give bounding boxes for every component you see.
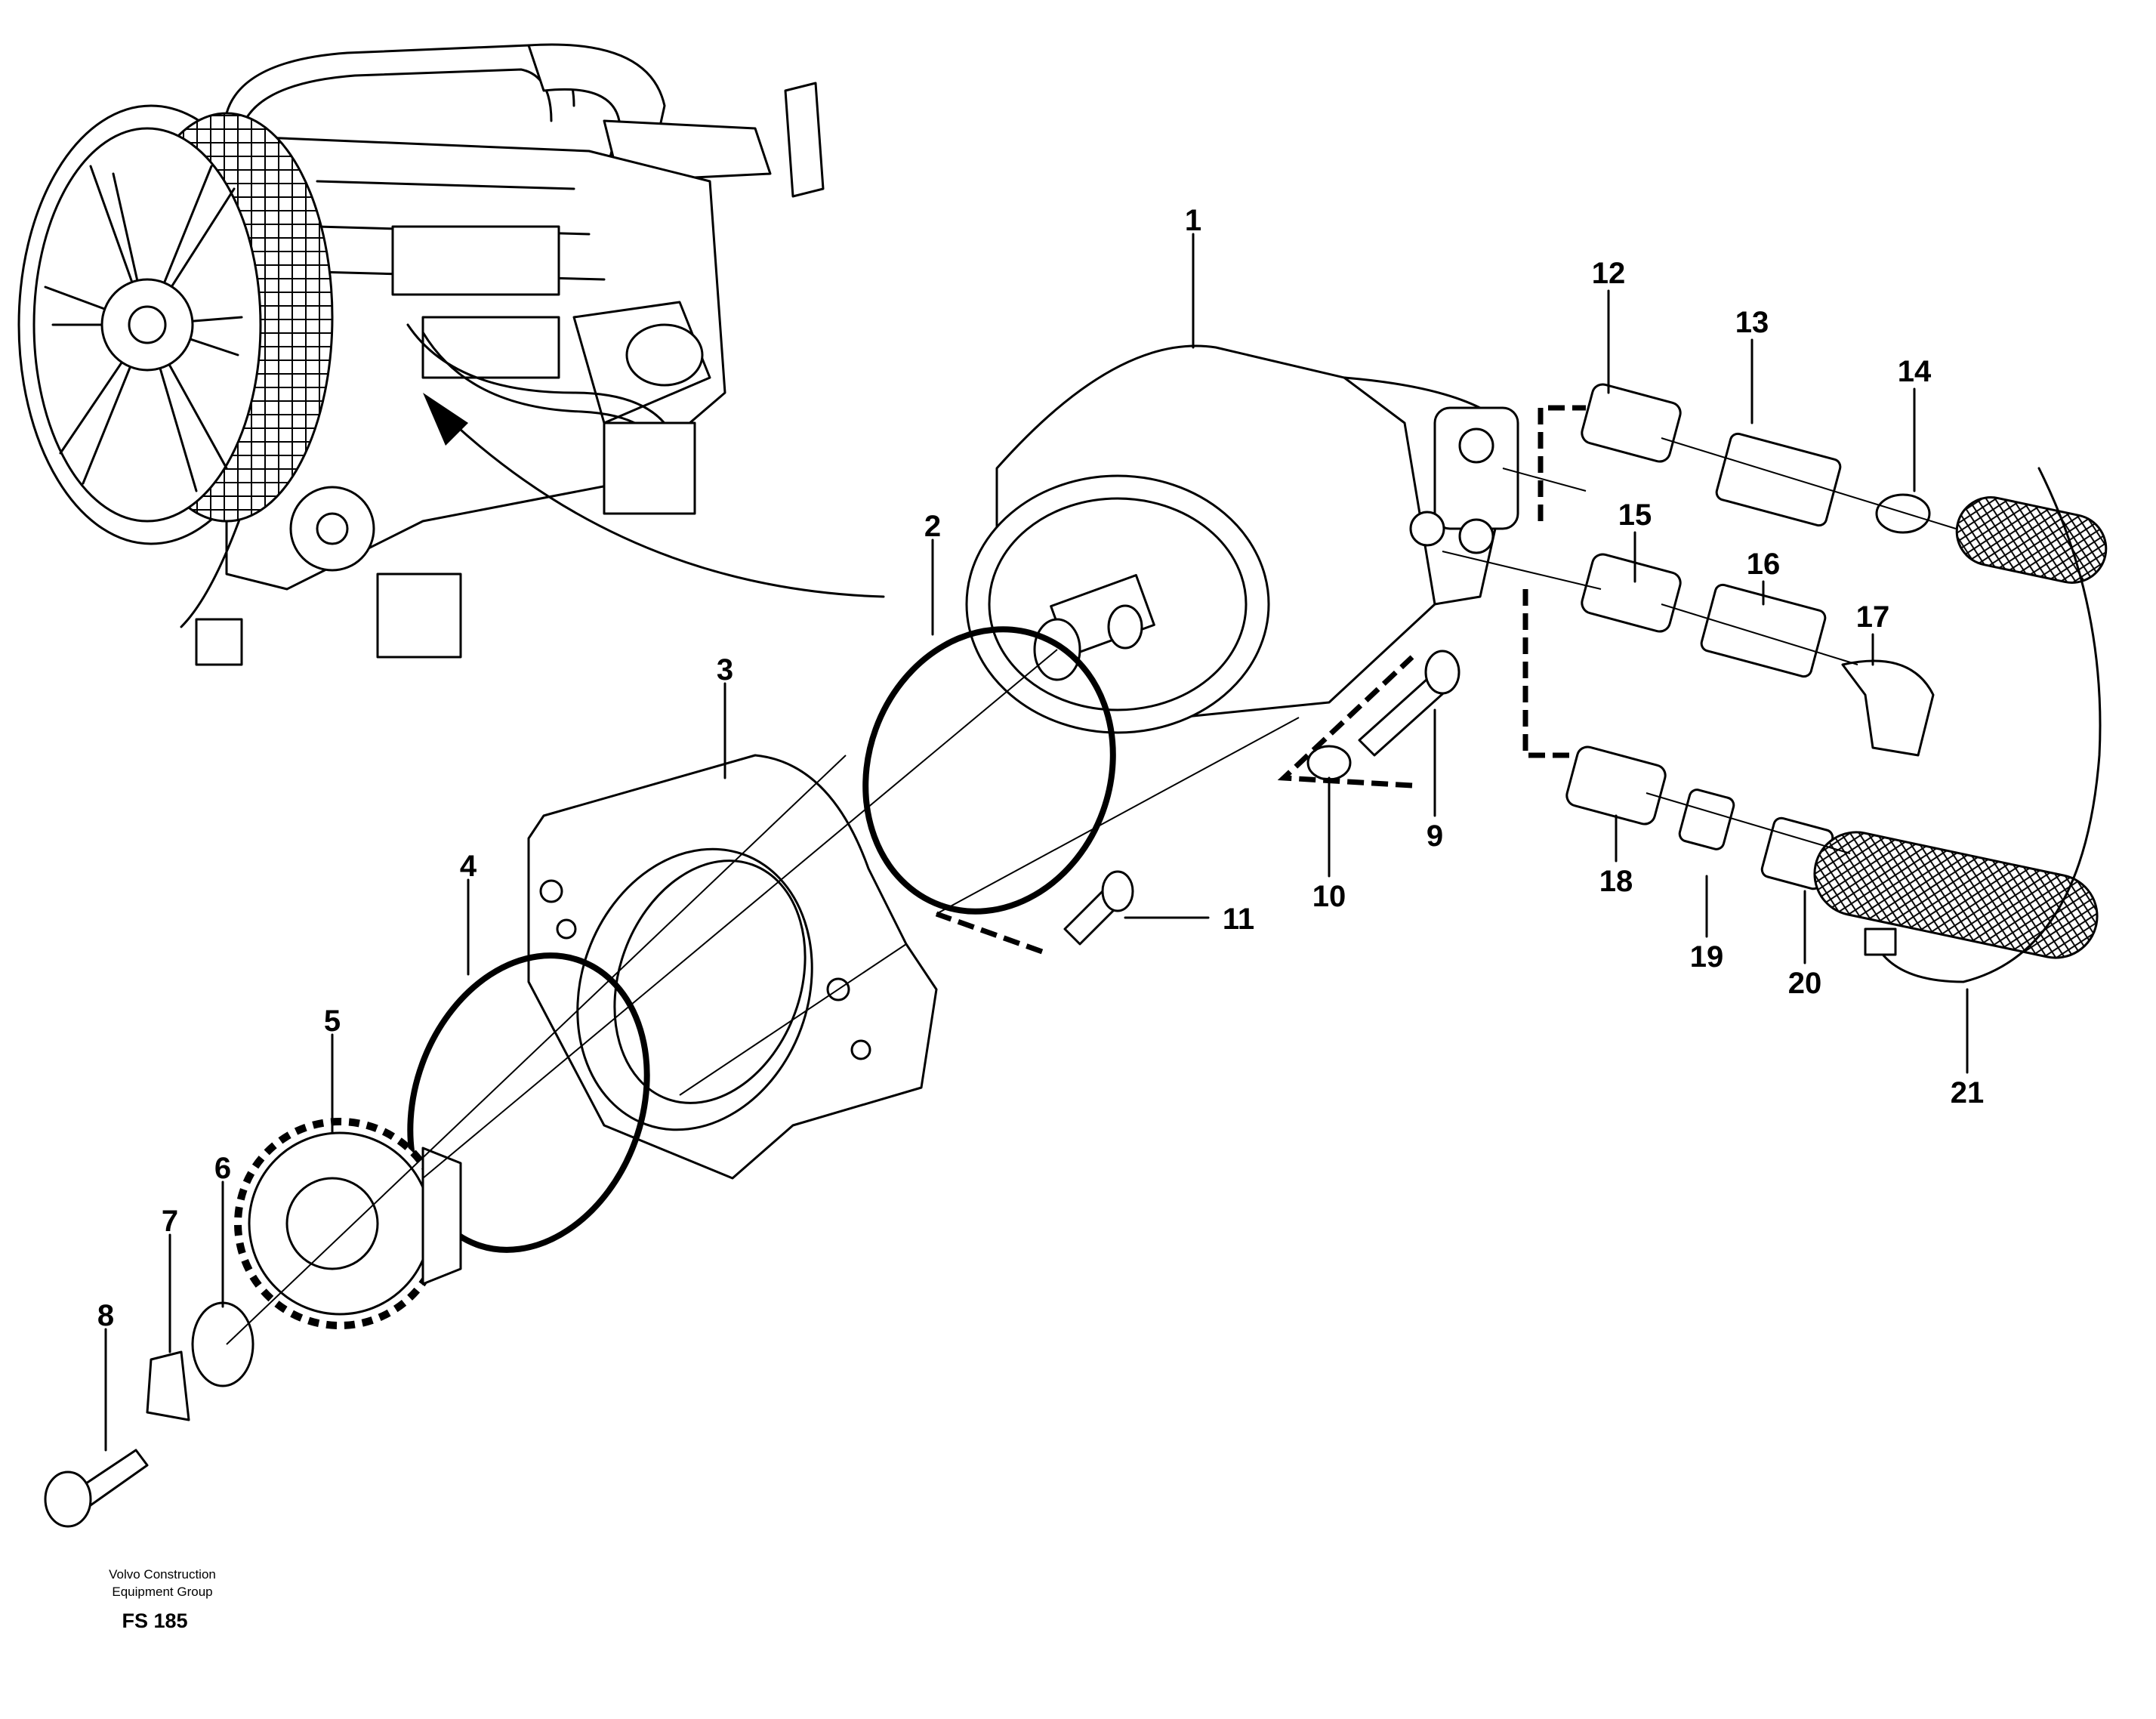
company-line-2: Equipment Group	[112, 1585, 212, 1599]
callout-20: 20	[1788, 967, 1822, 1000]
callout-17: 17	[1856, 600, 1890, 634]
callout-12: 12	[1592, 257, 1626, 290]
footer: Volvo Construction Equipment Group FS 18…	[109, 1567, 216, 1632]
company-line-1: Volvo Construction	[109, 1567, 216, 1582]
callout-2: 2	[924, 510, 941, 543]
assembly-lines	[226, 405, 1957, 1345]
leader-lines	[104, 233, 1969, 1452]
screw-part-11	[1063, 870, 1134, 946]
fittings	[1565, 383, 2108, 983]
callout-16: 16	[1747, 548, 1781, 581]
callout-numbers: 1 2 3 4 5 6 7 8 9 10 11 12 13 14 15 16 1…	[97, 204, 1984, 1332]
gear	[234, 1118, 462, 1329]
o-ring-small	[407, 952, 650, 1253]
callout-19: 19	[1690, 940, 1724, 974]
washer-part-10	[1306, 745, 1352, 781]
callout-13: 13	[1735, 306, 1769, 339]
engine-illustration	[17, 43, 885, 666]
callout-15: 15	[1618, 498, 1652, 532]
callout-9: 9	[1427, 819, 1443, 853]
callout-11: 11	[1223, 903, 1254, 936]
callout-14: 14	[1898, 355, 1932, 388]
screw-part-9	[1358, 650, 1460, 757]
callout-10: 10	[1312, 880, 1346, 913]
callout-21: 21	[1951, 1076, 1985, 1109]
callout-4: 4	[460, 850, 477, 883]
screw-part-8	[44, 1449, 149, 1528]
callout-1: 1	[1185, 204, 1201, 237]
callout-7: 7	[162, 1205, 178, 1238]
lock-plate-part-7	[146, 1350, 190, 1421]
pump-assembly	[965, 344, 1519, 734]
callout-8: 8	[97, 1299, 114, 1332]
o-ring-large	[862, 626, 1116, 915]
washer-part-6	[191, 1301, 254, 1387]
figure-code: FS 185	[122, 1609, 187, 1632]
callout-6: 6	[214, 1152, 231, 1185]
callout-3: 3	[717, 653, 733, 687]
callout-5: 5	[324, 1005, 341, 1038]
callout-18: 18	[1599, 865, 1633, 898]
